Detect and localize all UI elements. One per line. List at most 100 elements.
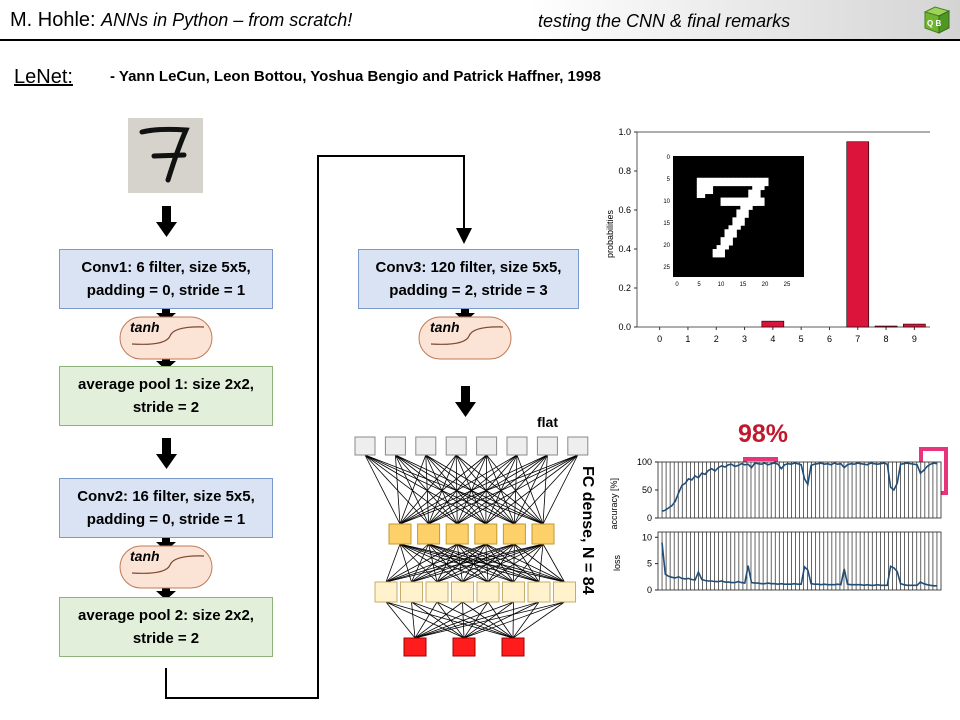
arrow-pool1-to-conv2 xyxy=(156,438,177,469)
fc-connection xyxy=(385,543,458,583)
fc-connection xyxy=(414,601,489,639)
inset-xtick: 20 xyxy=(762,282,769,288)
dense-neuron xyxy=(417,523,441,545)
fc-connection xyxy=(542,543,565,583)
inset-pixel xyxy=(732,197,737,202)
fc-connection xyxy=(513,543,544,583)
fc-connection xyxy=(514,454,518,525)
probability-ytick: 0.8 xyxy=(618,166,631,176)
inset-pixel xyxy=(748,189,753,195)
inset-pixel xyxy=(712,253,718,258)
inset-xtick: 0 xyxy=(675,282,679,288)
fc-connection xyxy=(514,543,540,583)
pool2-line2: stride = 2 xyxy=(132,630,200,647)
dense-neuron xyxy=(502,523,526,545)
tanh-label-3: tanh xyxy=(430,319,460,335)
inset-pixel xyxy=(736,177,741,183)
tanh-label-1: tanh xyxy=(130,319,160,335)
inset-pixel xyxy=(712,181,718,187)
inset-pixel xyxy=(748,201,753,206)
fc-connection xyxy=(399,543,540,583)
fc-connection xyxy=(542,454,579,525)
inset-pixel xyxy=(744,213,749,218)
inset-pixel xyxy=(704,177,710,183)
flat-neuron xyxy=(567,436,589,456)
probability-xtick: 0 xyxy=(657,334,662,342)
inset-pixel xyxy=(752,181,757,187)
inset-ytick: 10 xyxy=(663,199,670,205)
inset-pixel xyxy=(700,193,706,198)
flat-neuron xyxy=(536,436,558,456)
fc-connection xyxy=(399,454,427,525)
inset-pixel xyxy=(736,197,741,202)
fc-connection xyxy=(457,543,540,583)
probability-frame xyxy=(636,131,930,328)
inset-pixel xyxy=(756,197,761,202)
fc-connection xyxy=(399,543,438,583)
inset-pixel xyxy=(744,177,749,183)
dense-neuron xyxy=(531,523,555,545)
probability-bar xyxy=(903,323,926,328)
dense-neuron-2 xyxy=(374,581,398,603)
inset-pixel xyxy=(724,201,729,206)
dense-neuron-2 xyxy=(400,581,423,603)
inset-pixel xyxy=(752,201,757,206)
fc-connection xyxy=(487,543,544,583)
inset-pixel xyxy=(696,181,702,187)
fc-connection xyxy=(425,454,487,525)
fc-connection xyxy=(364,454,401,525)
fc-connection xyxy=(414,601,438,639)
fc-connection xyxy=(399,454,518,525)
fc-connection xyxy=(485,454,548,525)
inset-pixel xyxy=(720,249,725,254)
fc-connection xyxy=(428,454,457,525)
fc-connection xyxy=(385,543,401,583)
dense-neuron xyxy=(445,523,469,545)
inset-pixel xyxy=(700,177,706,183)
inset-pixel xyxy=(764,177,769,183)
conv1-line1: Conv1: 6 filter, size 5x5, xyxy=(81,259,251,276)
cube-logo-icon: Q B xyxy=(923,6,951,34)
fc-connection xyxy=(456,543,514,583)
inset-pixel xyxy=(756,193,761,198)
inset-ytick: 0 xyxy=(667,155,671,161)
flat-neuron xyxy=(354,436,376,456)
fc-connection xyxy=(514,543,565,583)
fc-connection xyxy=(456,454,548,525)
fc-connection xyxy=(485,454,518,525)
fc-connection xyxy=(512,601,514,639)
inset-pixel xyxy=(704,185,710,191)
inset-pixel xyxy=(736,225,741,230)
output-neuron xyxy=(403,637,427,657)
fc-connection xyxy=(455,454,458,525)
inset-pixel xyxy=(728,225,733,230)
probability-xtick: 7 xyxy=(855,334,860,342)
inset-pixel xyxy=(708,185,714,191)
accuracy-curve xyxy=(661,462,938,513)
dense-neuron xyxy=(474,523,498,545)
inset-pixel xyxy=(724,181,729,187)
inset-pixel xyxy=(728,233,733,238)
fc-connection xyxy=(485,543,489,583)
fc-network xyxy=(354,436,589,657)
tanh-label-2: tanh xyxy=(130,548,160,564)
fc-connection xyxy=(456,454,518,525)
fc-connection xyxy=(414,601,540,639)
fc-connection xyxy=(456,543,489,583)
inset-ytick: 5 xyxy=(667,177,671,183)
fc-connection xyxy=(463,601,565,639)
fc-connection xyxy=(512,601,565,639)
fc-connection xyxy=(428,543,565,583)
fc-connection xyxy=(385,543,515,583)
fc-connection xyxy=(364,454,458,525)
conv1-layer: Conv1: 6 filter, size 5x5,padding = 0, s… xyxy=(59,249,273,309)
fc-connection xyxy=(385,543,429,583)
inset-pixel xyxy=(724,177,729,183)
dense-neuron-2 xyxy=(425,581,449,603)
pool1-line1: average pool 1: size 2x2, xyxy=(78,376,254,393)
fc-connection xyxy=(399,454,457,525)
fc-connection xyxy=(425,454,429,525)
